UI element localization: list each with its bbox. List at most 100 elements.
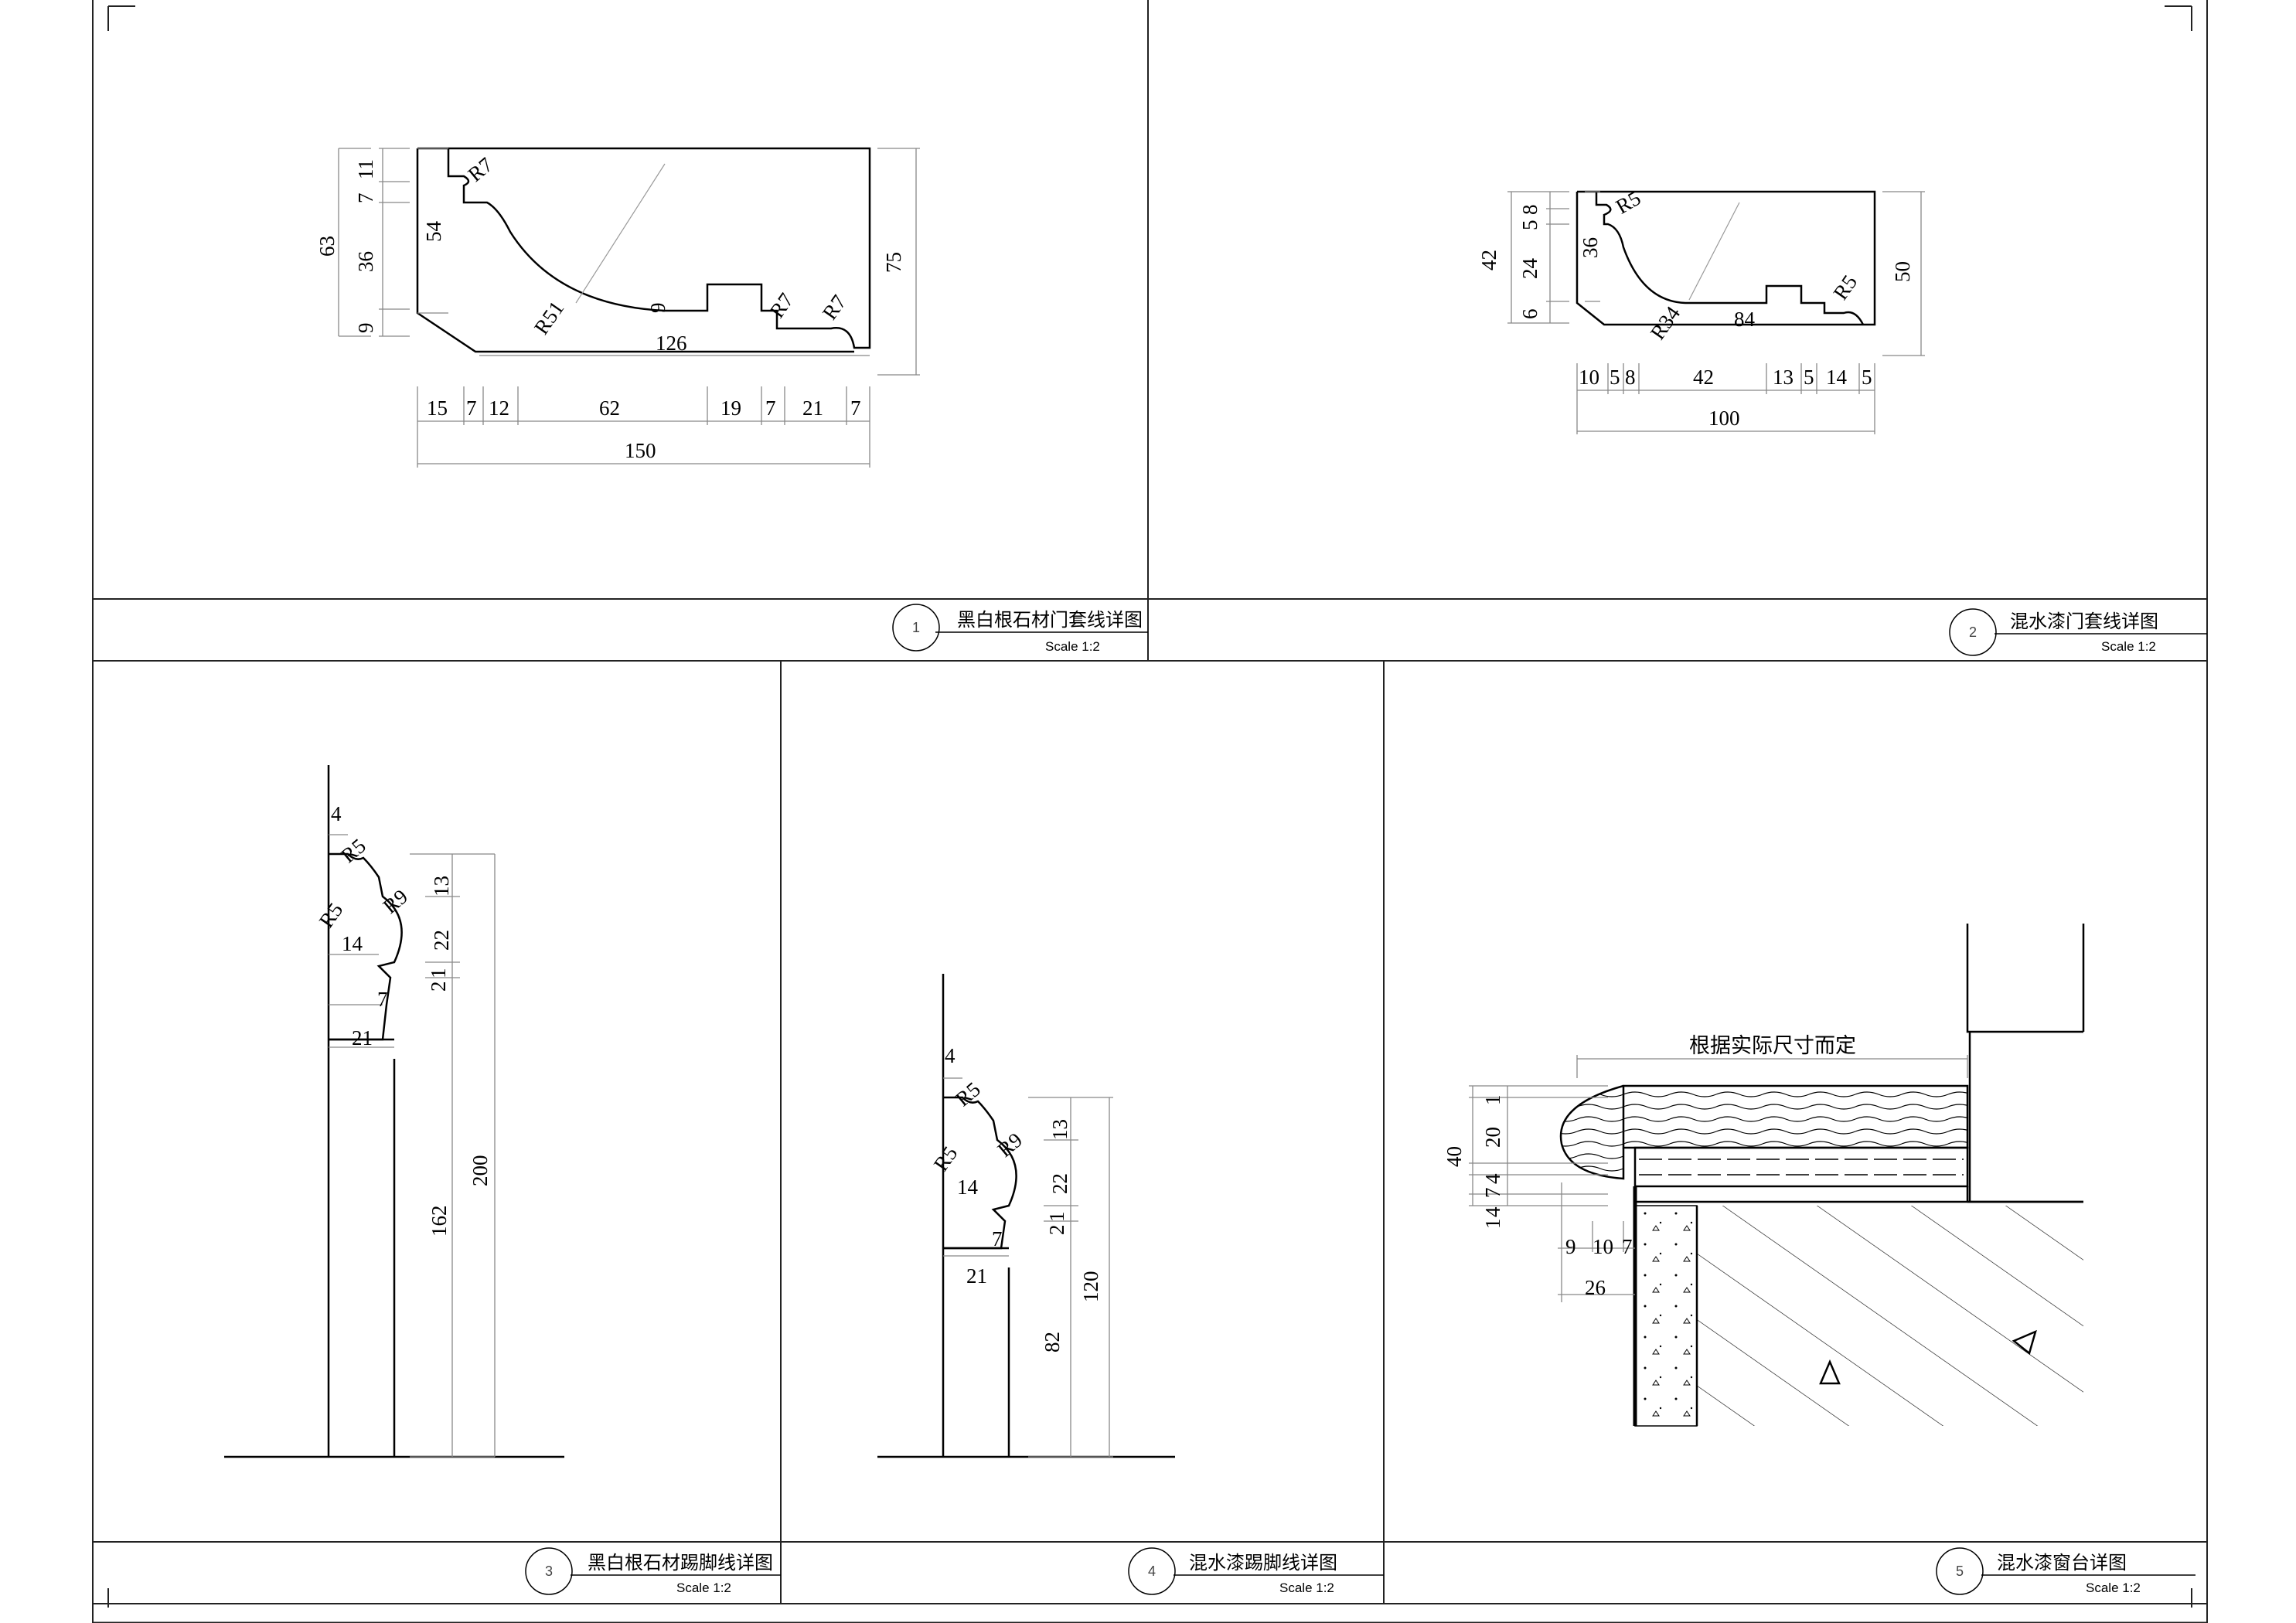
- dim: 42: [1693, 366, 1714, 389]
- dim: 7: [992, 1227, 1003, 1250]
- dim: 21: [352, 1026, 373, 1050]
- dim: 7: [850, 396, 861, 420]
- dim: 36: [354, 251, 377, 272]
- panel-title: 黑白根石材踢脚线详图: [588, 1552, 773, 1574]
- dim: 4: [1481, 1173, 1504, 1184]
- dim: 13: [1048, 1119, 1071, 1140]
- dim: R34: [1646, 301, 1685, 343]
- dim: 1: [1045, 1212, 1068, 1223]
- panel-scale: Scale 1:2: [2086, 1580, 2141, 1595]
- dim: 82: [1041, 1332, 1064, 1352]
- dim: 14: [342, 932, 363, 955]
- dim: 22: [430, 930, 453, 951]
- dim: 2: [427, 982, 450, 992]
- dim: 50: [1891, 261, 1914, 282]
- panel-3-title-block: 3 黑白根石材踢脚线详图 Scale 1:2: [525, 1547, 781, 1595]
- dim: R51: [530, 297, 568, 339]
- dim: 54: [422, 221, 445, 243]
- dim: R9: [993, 1128, 1027, 1162]
- dim: 1: [1481, 1095, 1504, 1106]
- dim: 5: [1518, 220, 1541, 231]
- dim: R5: [315, 899, 348, 932]
- panel-scale: Scale 1:2: [1279, 1580, 1334, 1595]
- dim: 7: [377, 988, 388, 1011]
- dim: 36: [1579, 237, 1602, 258]
- sheet-frame: [92, 0, 2208, 1623]
- dim: 9: [1565, 1235, 1576, 1258]
- dim: 11: [354, 159, 377, 179]
- dim: 7: [1622, 1235, 1633, 1258]
- dim: 126: [656, 332, 687, 355]
- dim: 12: [489, 396, 509, 420]
- dim: R5: [336, 834, 370, 867]
- panel-1-detail: [338, 147, 920, 468]
- dim: 1: [427, 968, 450, 979]
- panel-5-title-block: 5 混水漆窗台详图 Scale 1:2: [1936, 1547, 2196, 1595]
- sub-layer: [1633, 1146, 1969, 1188]
- panel-5-dims: 根据实际尺寸而定 1 20 40 4 7 4 1 9 10 7 26: [1443, 1034, 1856, 1299]
- dim: R5: [951, 1077, 984, 1111]
- size-note: 根据实际尺寸而定: [1689, 1034, 1856, 1058]
- dim: 24: [1518, 258, 1541, 280]
- dim: 26: [1585, 1276, 1606, 1299]
- panel-2-dims: 42 5 8 24 6 36 50 R5 R34 84 R5 10 5 8 42…: [1477, 186, 1914, 430]
- panel-3-dims: 4 R5 R5 R9 14 13 22 2 1 7 21 200 162: [315, 802, 492, 1237]
- panel-title: 混水漆踢脚线详图: [1189, 1552, 1337, 1574]
- dim: 4: [945, 1044, 956, 1067]
- dim: 13: [1773, 366, 1794, 389]
- dim: 42: [1477, 250, 1501, 270]
- dim: 10: [1579, 366, 1599, 389]
- panel-2-detail: [1507, 190, 1925, 434]
- panel-title: 黑白根石材门套线详图: [957, 609, 1143, 631]
- dim: R9: [379, 885, 412, 918]
- dim: 9: [646, 303, 669, 314]
- panel-title: 混水漆窗台详图: [1997, 1552, 2127, 1574]
- panel-1-title-block: 1 黑白根石材门套线详图 Scale 1:2: [892, 604, 1148, 654]
- dim: 22: [1048, 1173, 1071, 1194]
- dim: 8: [1625, 366, 1636, 389]
- dim: 5: [1804, 366, 1814, 389]
- panel-number: 2: [1969, 624, 1977, 640]
- dim: R7: [818, 291, 851, 324]
- dim: 7: [1481, 1188, 1504, 1199]
- dim: 21: [802, 396, 823, 420]
- dim: R7: [765, 289, 799, 322]
- panel-3-detail: [224, 765, 564, 1458]
- dim: R5: [1828, 270, 1862, 304]
- dim: 7: [354, 193, 377, 204]
- panel-4-title-block: 4 混水漆踢脚线详图 Scale 1:2: [1128, 1547, 1384, 1595]
- dim: 162: [428, 1206, 451, 1237]
- dim: R5: [929, 1142, 962, 1176]
- dim: 150: [625, 439, 656, 462]
- panel-5-detail: [1469, 924, 2085, 1427]
- panel-1-dims: 63 7 11 36 9 54 75 R7 R51 9 R7 R7 126 15…: [315, 153, 905, 462]
- dim: 21: [966, 1264, 987, 1288]
- dim: 19: [720, 396, 741, 420]
- panel-number: 1: [912, 620, 920, 635]
- panel-number: 4: [1148, 1563, 1156, 1579]
- panel-scale: Scale 1:2: [676, 1580, 731, 1595]
- dim: 20: [1481, 1127, 1504, 1148]
- sill-board: [1622, 1084, 1969, 1149]
- concrete-layer: [1634, 1205, 1698, 1427]
- dim: 14: [1826, 366, 1848, 389]
- dim: 120: [1079, 1271, 1102, 1303]
- panel-2-title-block: 2 混水漆门套线详图 Scale 1:2: [1949, 608, 2207, 656]
- panel-4-detail: [877, 974, 1175, 1458]
- wall-hatch: [1697, 1206, 2083, 1426]
- dim: 5: [1862, 366, 1872, 389]
- panel-scale: Scale 1:2: [2101, 639, 2156, 654]
- panel-2-profile: [1576, 190, 1876, 326]
- dim: 8: [1518, 205, 1541, 216]
- dim: 13: [430, 876, 453, 897]
- dim: 7: [765, 396, 776, 420]
- dim: 10: [1593, 1235, 1613, 1258]
- panel-1-profile: [416, 147, 871, 353]
- dim: 9: [354, 323, 377, 334]
- dim: 40: [1443, 1146, 1466, 1167]
- dim: 62: [599, 396, 620, 420]
- dim: 100: [1708, 407, 1740, 430]
- panel-title: 混水漆门套线详图: [2010, 611, 2158, 632]
- dim: 63: [315, 236, 339, 257]
